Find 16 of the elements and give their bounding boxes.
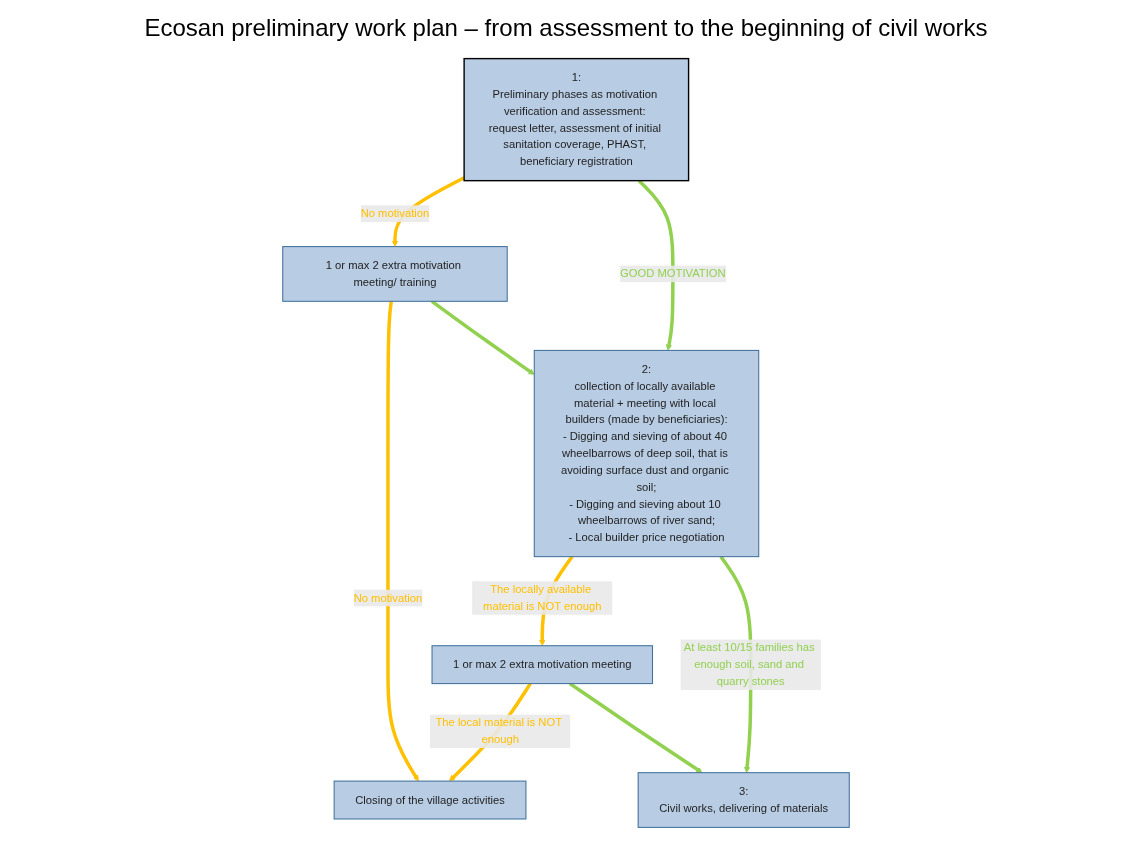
node-box: 1 or max 2 extra motivation meeting/ training [282, 246, 508, 302]
node-box: Closing of the village activities [333, 780, 527, 820]
node-box: 3: Civil works, delivering of materials [637, 772, 850, 828]
edge-label: GOOD MOTIVATION [620, 267, 726, 280]
diagram-title: Ecosan preliminary work plan – from assessment to the beginning of civil works [143, 14, 989, 42]
node-box: 1 or max 2 extra motivation meeting [431, 645, 654, 685]
edge-label: At least 10/15 families has enough soil, sand and quarry stones [683, 641, 815, 688]
arrow [568, 682, 703, 773]
node-box: 1: Preliminary phases as motivation verification and assessment: request letter, assessment of initial sanitation coverage, PHAST, beneficiary registration [463, 57, 690, 182]
arrow [637, 179, 675, 351]
node-box: 2: collection of locally available material + meeting with local builders (made by beneficiaries): - Digging and sieving of about 40 wheelbarrows of deep soil, that is avoiding surface dust and organic soil; - Digging and sieving about 10 wheelbarrows of river sand; - Local builder price negotiation [533, 349, 760, 558]
edge-label: The local material is NOT enough [435, 716, 562, 746]
arrow [386, 301, 419, 782]
edge-label: No motivation [353, 591, 423, 604]
edge-label: The locally available material is NOT enough [483, 583, 602, 613]
edge-label: No motivation [360, 207, 430, 220]
